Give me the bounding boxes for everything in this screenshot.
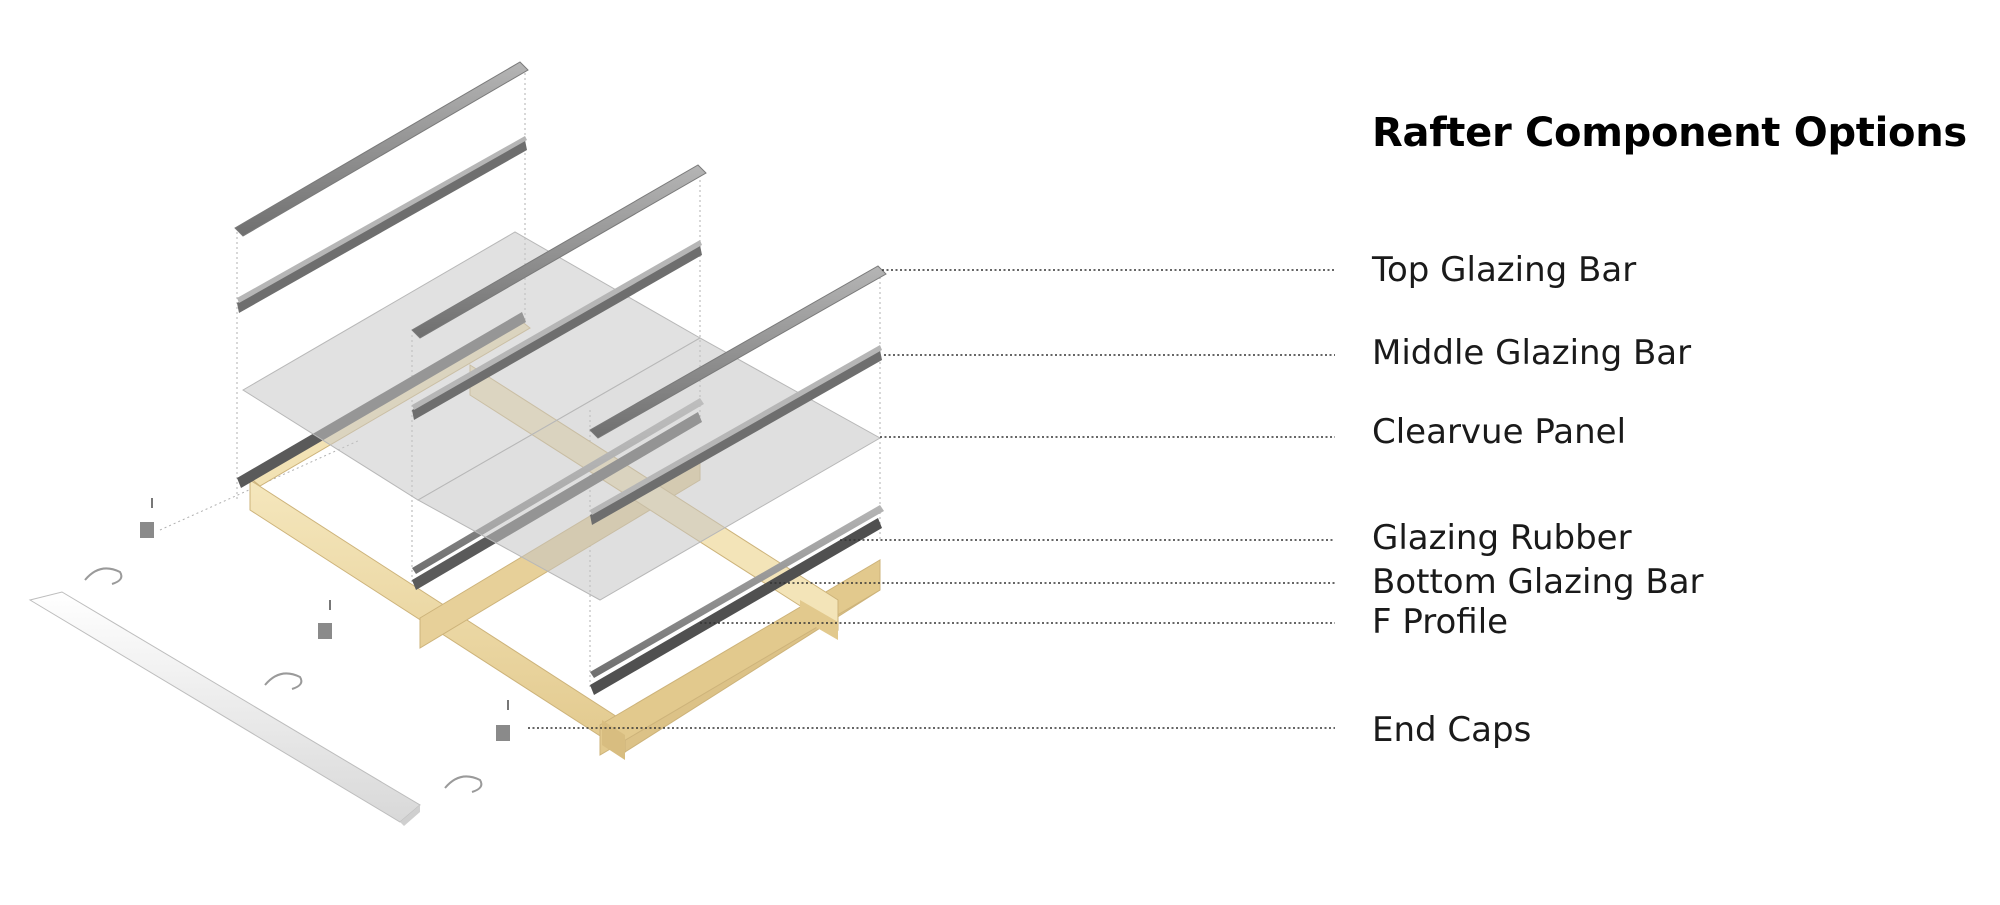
callout-glazing-rubber: Glazing Rubber xyxy=(1372,518,1632,558)
clearvue-panel-2 xyxy=(416,337,882,601)
leader-lines xyxy=(528,269,1335,729)
callout-middle-glazing-bar: Middle Glazing Bar xyxy=(1372,333,1692,373)
timber-post-front xyxy=(602,720,625,760)
end-caps xyxy=(140,498,510,741)
clearvue-panels xyxy=(242,231,882,601)
diagram-title: Rafter Component Options xyxy=(1372,110,1967,156)
end-cap-3 xyxy=(496,725,510,741)
end-cap-1 xyxy=(140,522,154,538)
gutter xyxy=(28,591,421,826)
timber-post-right xyxy=(800,600,838,640)
end-cap-2 xyxy=(318,623,332,639)
gutter-brackets xyxy=(84,567,483,793)
callout-end-caps: End Caps xyxy=(1372,710,1532,750)
middle-glazing-bars xyxy=(237,136,882,525)
callout-bottom-glazing-bar: Bottom Glazing Bar xyxy=(1372,562,1704,602)
callout-top-glazing-bar: Top Glazing Bar xyxy=(1372,250,1637,290)
callout-f-profile: F Profile xyxy=(1372,602,1509,642)
callout-clearvue-panel: Clearvue Panel xyxy=(1372,412,1627,452)
top-glazing-bars xyxy=(234,61,887,439)
